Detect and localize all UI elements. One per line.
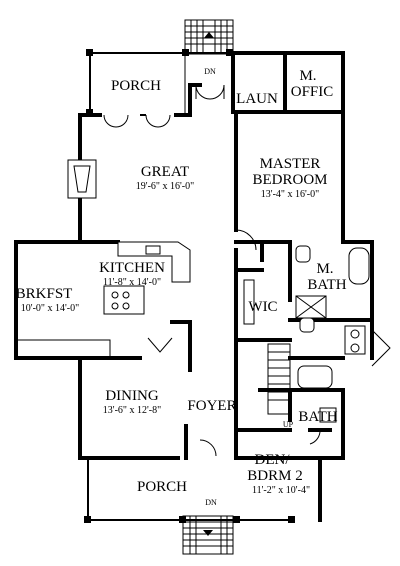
interior-walls — [16, 110, 345, 460]
laundry-label: LAUN — [236, 91, 278, 107]
doors — [103, 84, 391, 457]
den-dims: 11'-2" x 10'-4" — [252, 485, 310, 496]
top-entry-steps — [184, 19, 234, 55]
fixtures — [243, 245, 370, 423]
office-label-2: OFFIC — [291, 84, 334, 100]
kitchen-label: KITCHEN — [99, 260, 165, 276]
master-bath-label-2: BATH — [307, 277, 346, 293]
toilet-icon — [295, 245, 311, 263]
master-bedroom-dims: 13'-4" x 16'-0" — [261, 189, 319, 200]
sink-icon — [319, 407, 337, 423]
master-bath-label-1: M. — [316, 261, 333, 277]
master-bedroom-label-2: BEDROOM — [252, 172, 327, 188]
breakfast-dims: 10'-0" x 14'-0" — [21, 303, 79, 314]
stair-arrow-icon — [204, 32, 214, 38]
great-room-dims: 19'-6" x 16'-0" — [136, 181, 194, 192]
stair-up-label: UP — [283, 420, 294, 429]
tub-icon — [297, 365, 333, 389]
stair-arrow-icon — [203, 530, 213, 536]
den-label-1: DEN/ — [255, 452, 291, 468]
stair-dn-label-top: DN — [204, 67, 216, 76]
porch-bottom-label: PORCH — [137, 479, 187, 495]
foyer-label: FOYER — [187, 398, 236, 414]
toilet-icon — [299, 317, 315, 333]
vanity-icon — [344, 325, 366, 355]
dining-label: DINING — [105, 388, 158, 404]
office-label-1: M. — [299, 68, 316, 84]
bottom-porch-outline — [84, 458, 295, 523]
master-bedroom-label-1: MASTER — [260, 156, 321, 172]
bottom-entry-steps — [182, 515, 234, 555]
den-label-2: BDRM 2 — [247, 468, 302, 484]
exterior-walls — [14, 51, 374, 522]
breakfast-label: BRKFST — [16, 286, 73, 302]
porch-top-label: PORCH — [111, 78, 161, 94]
tub-icon — [348, 247, 370, 285]
sink-icon — [145, 245, 161, 255]
great-room-label: GREAT — [141, 164, 189, 180]
stair-dn-label-bottom: DN — [205, 498, 217, 507]
top-porch-outline — [86, 49, 233, 116]
wic-label: WIC — [248, 299, 277, 315]
dining-dims: 13'-6" x 12'-8" — [103, 405, 161, 416]
bath-label: BATH — [298, 409, 337, 425]
kitchen-dims: 11'-8" x 14'-0" — [103, 277, 161, 288]
